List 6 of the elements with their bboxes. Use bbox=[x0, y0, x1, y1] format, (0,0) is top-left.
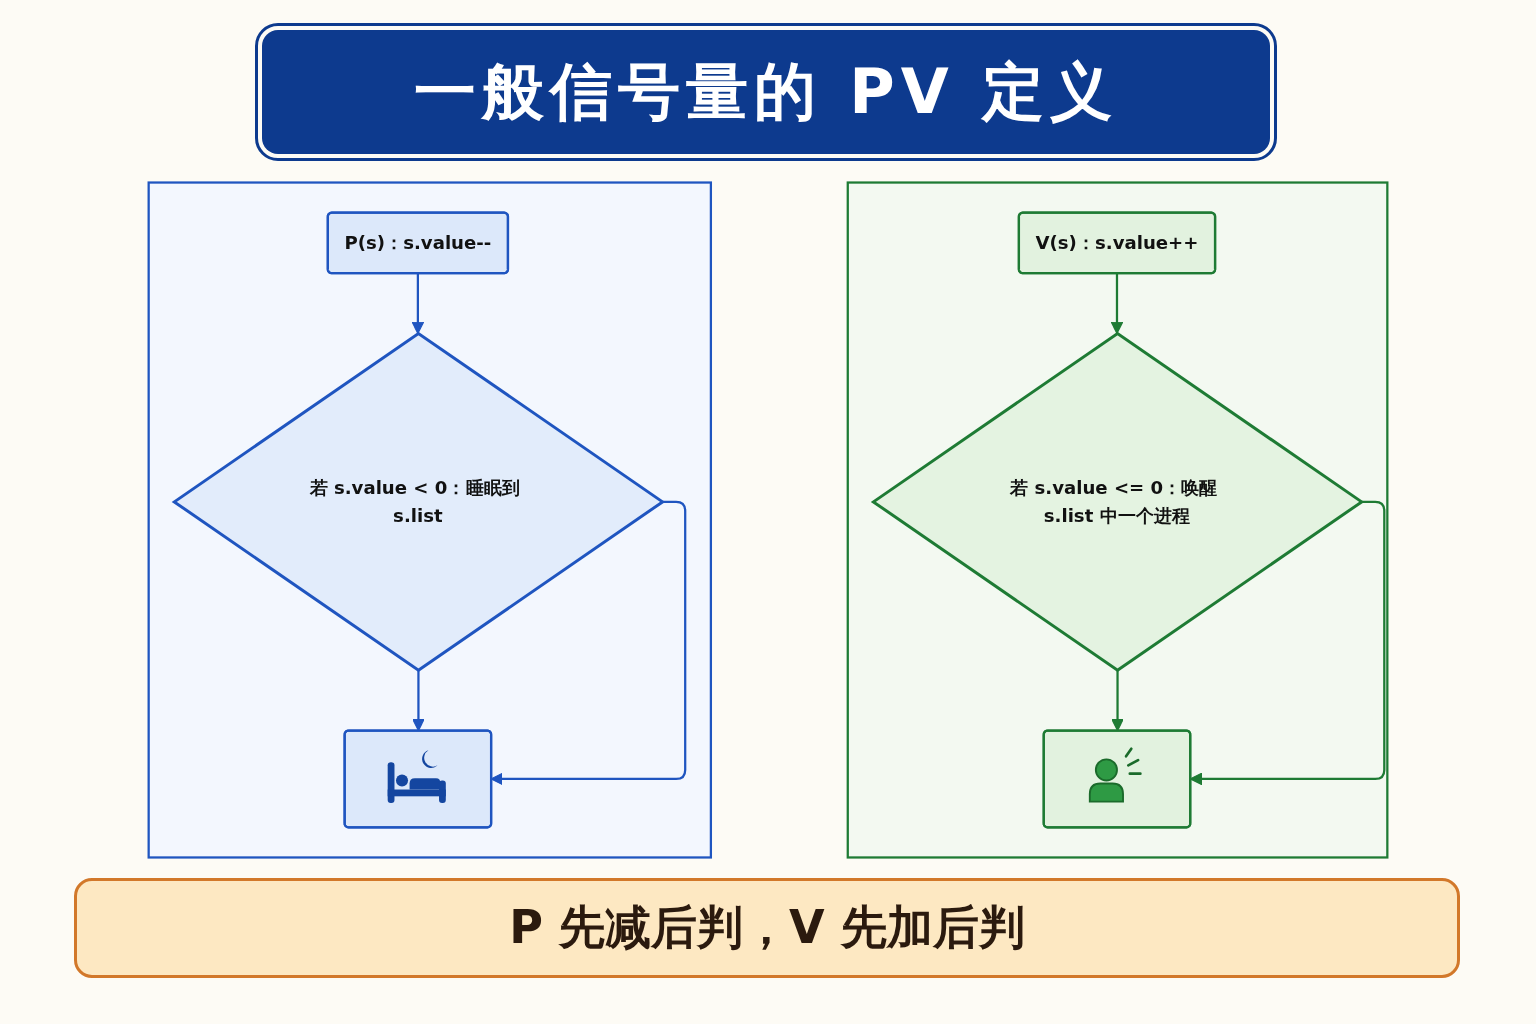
arrow bbox=[1110, 273, 1124, 335]
caption-band: P 先减后判，V 先加后判 bbox=[74, 878, 1460, 978]
node-diamond: 若 s.value < 0：睡眠到 s.list bbox=[171, 331, 666, 673]
arrow bbox=[411, 273, 425, 335]
node-diamond: 若 s.value <= 0：唤醒 s.list 中一个进程 bbox=[870, 331, 1365, 673]
cluster bbox=[147, 181, 712, 859]
